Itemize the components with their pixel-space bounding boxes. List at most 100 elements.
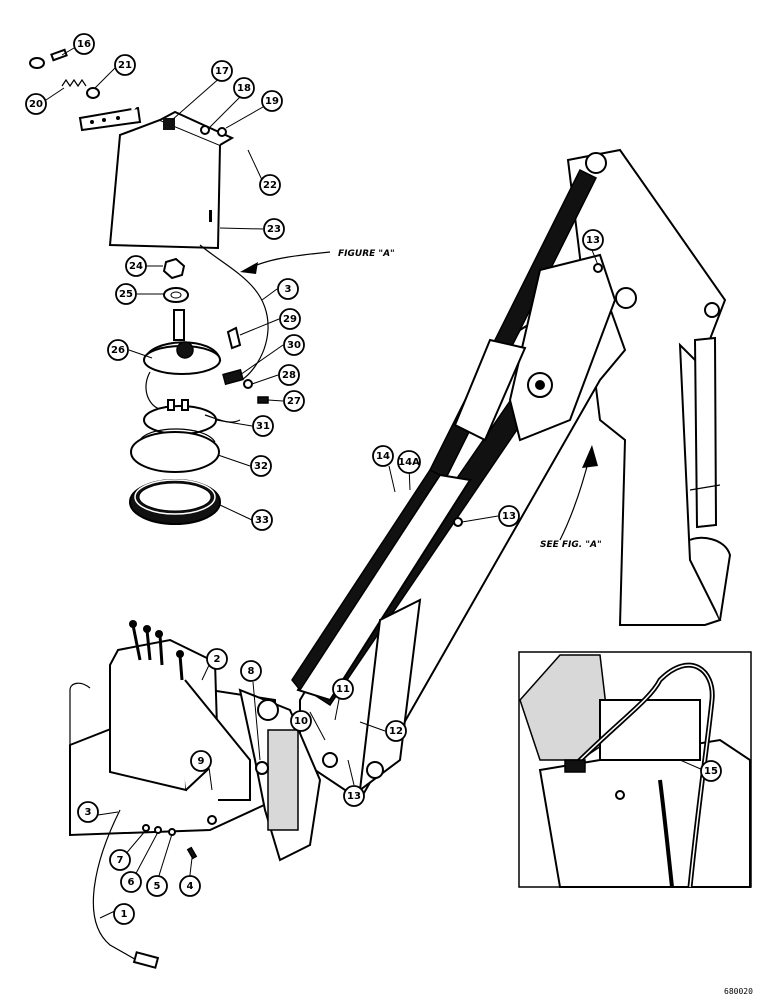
callout-19: 19 — [261, 90, 283, 112]
callout-25: 25 — [115, 283, 137, 305]
part-31-cap — [143, 399, 241, 435]
callout-number: 3 — [85, 807, 92, 818]
callout-number: 33 — [255, 515, 269, 526]
callout-13: 13 — [343, 785, 365, 807]
callout-30: 30 — [283, 334, 305, 356]
callout-number: 22 — [263, 180, 277, 191]
callout-number: 21 — [118, 60, 132, 71]
figure-a-arrow — [249, 251, 331, 269]
boom-assembly — [291, 148, 732, 802]
callout-28: 28 — [278, 364, 300, 386]
part-19-washer — [217, 127, 227, 137]
leader-lines — [45, 47, 704, 919]
callout-29: 29 — [279, 308, 301, 330]
callout-number: 5 — [154, 881, 161, 892]
callout-number: 13 — [347, 791, 361, 802]
cable-1 — [92, 809, 141, 963]
callout-number: 13 — [586, 235, 600, 246]
part-18-nut — [200, 125, 210, 135]
part-20-spring — [61, 78, 100, 99]
callout-26: 26 — [107, 339, 129, 361]
part-23-cover — [108, 110, 235, 250]
callout-5: 5 — [146, 875, 168, 897]
part-26-housing — [143, 309, 222, 411]
callout-number: 24 — [129, 261, 143, 272]
callout-16: 16 — [73, 33, 95, 55]
callout-23: 23 — [263, 218, 285, 240]
callout-21: 21 — [114, 54, 136, 76]
callout-number: 30 — [287, 340, 301, 351]
callout-3: 3 — [277, 278, 299, 300]
figure-a-label: FIGURE "A" — [338, 249, 395, 259]
callout-13: 13 — [498, 505, 520, 527]
callout-number: 32 — [254, 461, 268, 472]
callout-33: 33 — [251, 509, 273, 531]
callout-number: 27 — [287, 396, 301, 407]
callout-14: 14 — [372, 445, 394, 467]
callout-32: 32 — [250, 455, 272, 477]
part-32-plate — [130, 428, 220, 473]
callout-number: 23 — [267, 224, 281, 235]
callout-number: 25 — [119, 289, 133, 300]
callout-12: 12 — [385, 720, 407, 742]
callout-13: 13 — [582, 229, 604, 251]
callout-number: 9 — [198, 756, 205, 767]
callout-3: 3 — [77, 801, 99, 823]
part-16-bolt — [29, 48, 68, 69]
control-station — [69, 620, 322, 969]
part-27-screw — [257, 396, 269, 404]
part-28-screw — [243, 379, 253, 389]
callout-24: 24 — [125, 255, 147, 277]
callout-31: 31 — [252, 415, 274, 437]
control-levers — [129, 620, 184, 681]
callout-10: 10 — [290, 710, 312, 732]
part-30-connector — [222, 368, 244, 386]
callout-number: 18 — [237, 83, 251, 94]
mast — [566, 148, 727, 626]
callout-number: 1 — [121, 909, 128, 920]
callout-1: 1 — [113, 903, 135, 925]
callout-number: 13 — [502, 511, 516, 522]
callout-17: 17 — [211, 60, 233, 82]
callout-14a: 14A — [397, 450, 421, 474]
callout-number: 19 — [265, 96, 279, 107]
callout-number: 15 — [704, 766, 718, 777]
callout-8: 8 — [240, 660, 262, 682]
callout-9: 9 — [190, 750, 212, 772]
part-29-clip — [226, 326, 242, 350]
callout-7: 7 — [109, 849, 131, 871]
callout-number: 31 — [256, 421, 270, 432]
callout-number: 8 — [248, 666, 255, 677]
callout-number: 20 — [29, 99, 43, 110]
callout-11: 11 — [332, 678, 354, 700]
callout-number: 16 — [77, 39, 91, 50]
callout-number: 12 — [389, 726, 403, 737]
part-24-nut — [162, 257, 186, 280]
callout-number: 11 — [336, 684, 350, 695]
callout-6: 6 — [120, 871, 142, 893]
part-21-plate — [78, 106, 142, 132]
callout-number: 14 — [376, 451, 390, 462]
callout-number: 14A — [398, 457, 420, 468]
see-fig-a-label: SEE FIG. "A" — [540, 540, 602, 550]
callout-2: 2 — [206, 648, 228, 670]
drawing-reference: 680020 — [724, 987, 753, 996]
callout-number: 29 — [283, 314, 297, 325]
see-fig-a-arrow — [559, 454, 591, 541]
callout-4: 4 — [179, 875, 201, 897]
callout-number: 4 — [187, 881, 194, 892]
callout-number: 2 — [214, 654, 221, 665]
callout-15: 15 — [700, 760, 722, 782]
callout-27: 27 — [283, 390, 305, 412]
callout-number: 6 — [128, 877, 135, 888]
callout-number: 17 — [215, 66, 229, 77]
callout-20: 20 — [25, 93, 47, 115]
callout-number: 10 — [294, 716, 308, 727]
callout-18: 18 — [233, 77, 255, 99]
callout-22: 22 — [259, 174, 281, 196]
exploded-parts — [29, 48, 331, 525]
callout-number: 3 — [285, 284, 292, 295]
part-33-gasket — [129, 479, 221, 525]
